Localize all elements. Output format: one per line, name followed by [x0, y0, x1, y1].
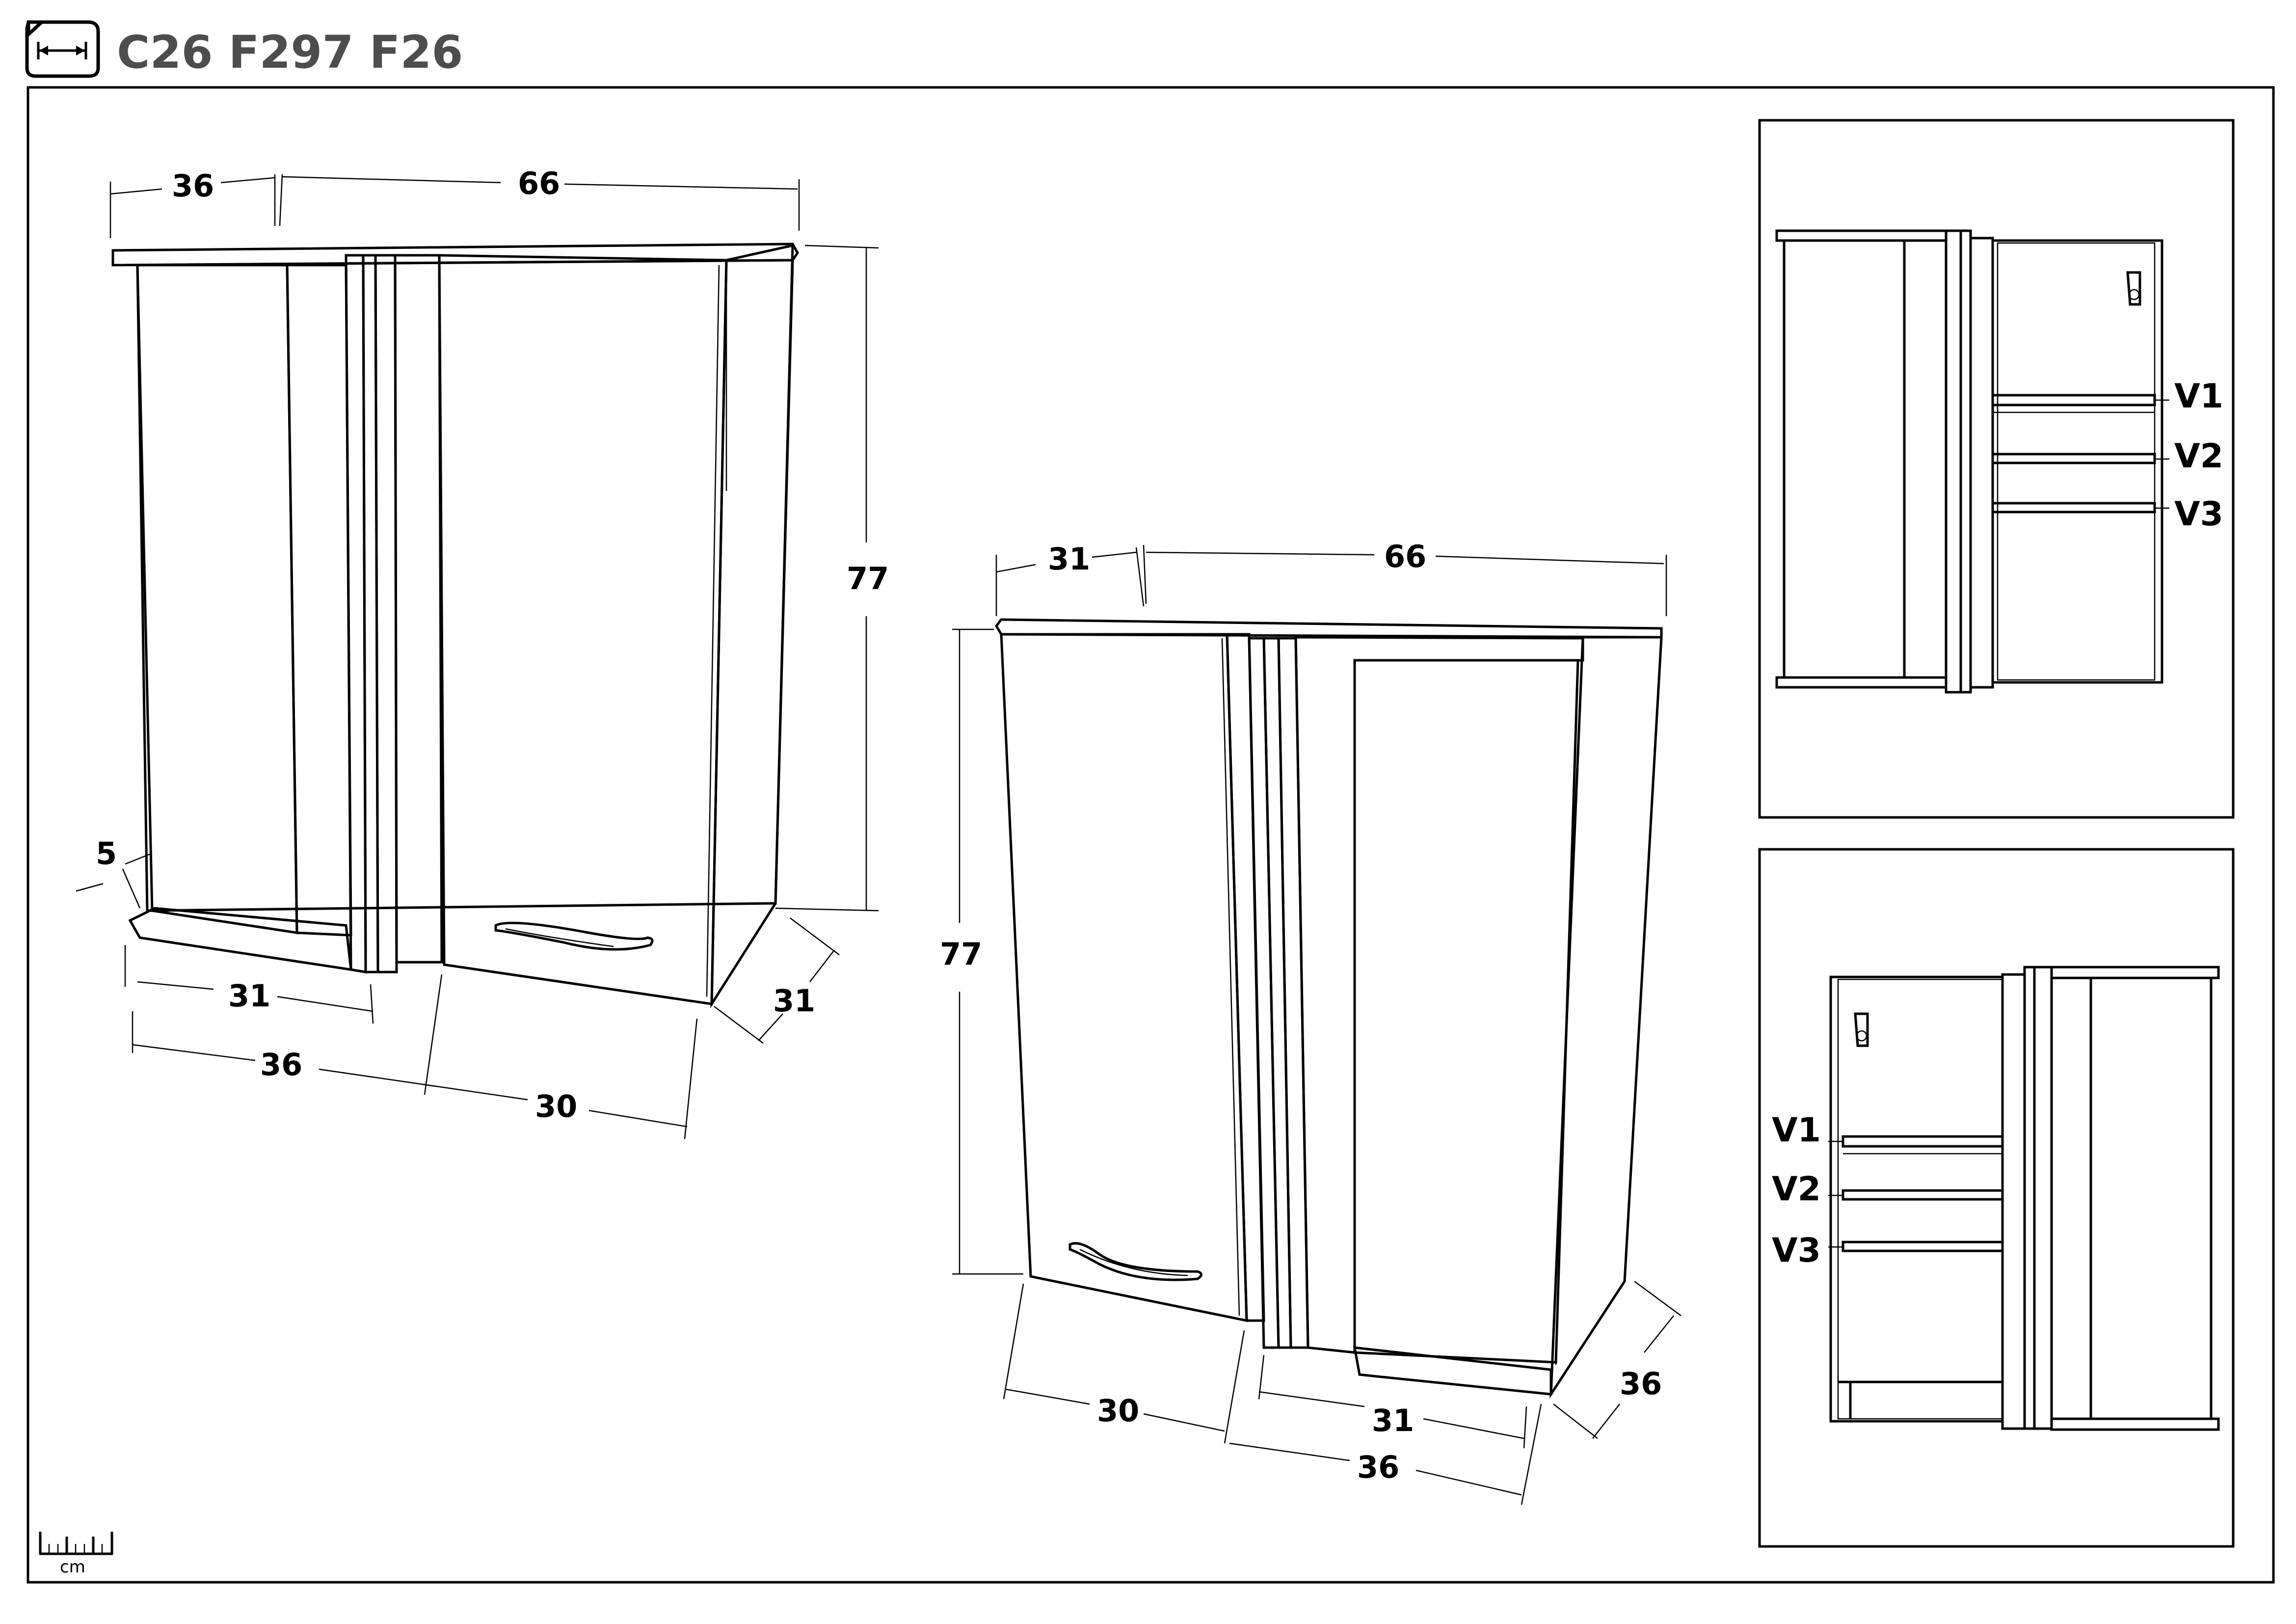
- right-side-depth-label: 36: [1620, 1366, 1662, 1402]
- left-top-width-label: 66: [518, 165, 560, 201]
- right-inner-bottom-label: 31: [1372, 1403, 1414, 1438]
- right-top-width-label: 66: [1384, 539, 1426, 574]
- cabinet-right-drawing: 31 66 77 30 31 36 36: [940, 539, 1682, 1505]
- shelf-top-v2-label: V2: [2174, 437, 2223, 476]
- left-top-depth-label: 36: [172, 168, 214, 204]
- ruler-icon: [39, 1532, 113, 1555]
- shelf-view-bottom: V1 V2 V3: [1758, 848, 2235, 1548]
- shelf-bottom-v3-label: V3: [1772, 1231, 1821, 1270]
- left-door-width-label: 30: [535, 1088, 577, 1124]
- shelf-view-top: V1 V2 V3: [1758, 119, 2235, 819]
- page-title: C26 F297 F26: [117, 26, 463, 79]
- right-top-depth-label: 31: [1048, 541, 1090, 577]
- header: C26 F297 F26: [25, 20, 463, 79]
- shelf-bottom-v1-label: V1: [1772, 1111, 1821, 1150]
- unit-label: cm: [60, 1557, 85, 1577]
- shelf-top-v3-label: V3: [2174, 495, 2223, 534]
- left-bottom-width-label: 36: [260, 1047, 302, 1083]
- cabinet-left-drawing: 36 66 77 5 31 36 30: [76, 165, 889, 1139]
- left-inner-bottom-label: 31: [228, 978, 270, 1014]
- left-side-depth-label: 31: [773, 983, 815, 1019]
- right-door-width-label: 30: [1097, 1393, 1139, 1429]
- left-edge-offset-label: 5: [96, 836, 117, 871]
- dimension-arrow-icon: [25, 20, 100, 78]
- shelf-bottom-v2-label: V2: [1772, 1170, 1821, 1209]
- right-bottom-width-label: 36: [1357, 1449, 1399, 1485]
- left-height-label: 77: [847, 561, 889, 596]
- main-frame: [27, 86, 2275, 1584]
- right-height-label: 77: [940, 936, 982, 972]
- shelf-top-v1-label: V1: [2174, 377, 2223, 416]
